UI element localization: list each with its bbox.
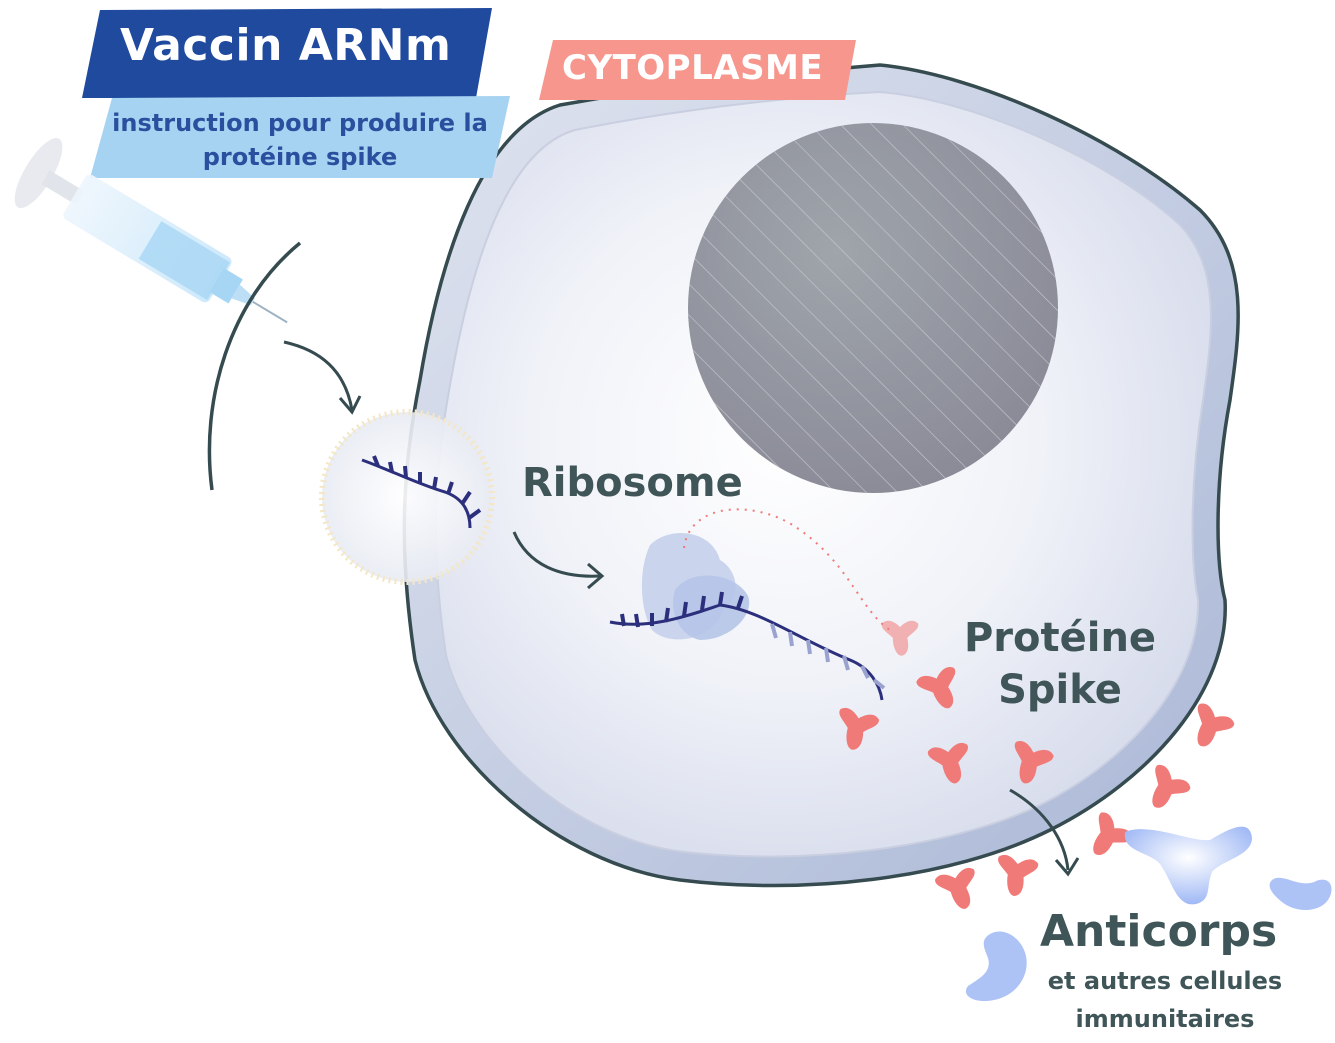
vaccine-subtitle-box [90, 96, 510, 178]
arrow-to-antibodies [1009, 788, 1080, 877]
antibody-icon [1124, 826, 1252, 905]
skin-outline [207, 241, 302, 491]
arrow-injection [283, 340, 362, 415]
spike-protein-icon [933, 866, 984, 915]
arrow-to-ribosome [512, 531, 605, 590]
antibodies-label: Anticorps [1040, 906, 1278, 957]
cytoplasm-tag [539, 40, 856, 100]
immune-cells-label: et autres cellules immunitaires [1047, 967, 1283, 1033]
mrna-strand-icon [361, 455, 482, 529]
vaccine-title: Vaccin ARNm [120, 20, 452, 71]
spike-protein-label: Protéine Spike [963, 615, 1157, 713]
cytoplasm-label: CYTOPLASME [562, 48, 824, 88]
vaccine-title-box [82, 8, 492, 98]
lipid-nanoparticle-icon [319, 409, 495, 585]
syringe-icon [14, 138, 288, 324]
antibody-icon [1269, 877, 1332, 910]
vaccine-subtitle: instruction pour produire la protéine sp… [112, 109, 488, 171]
ribosome-label: Ribosome [522, 460, 743, 506]
nucleus-icon [688, 123, 1058, 493]
antibody-icon [965, 931, 1027, 1002]
spike-protein-icon [992, 853, 1039, 900]
spike-protein-icon [1136, 762, 1193, 818]
mrna-translated-icon [609, 591, 886, 701]
